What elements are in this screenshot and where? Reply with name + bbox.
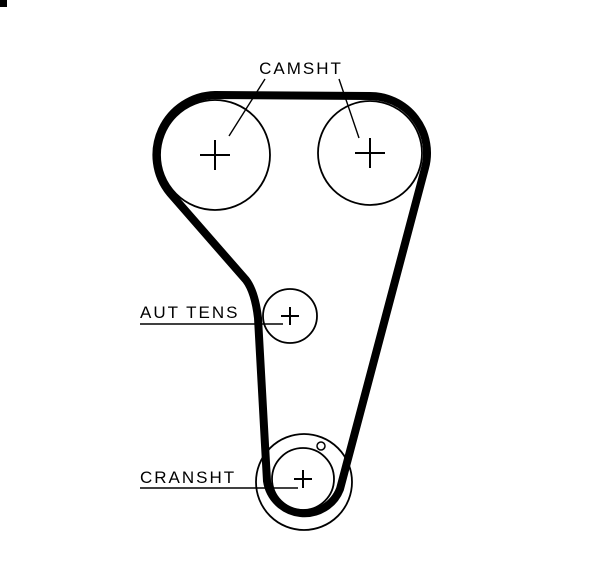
tensioner-label: AUT TENS — [140, 303, 239, 322]
crankshaft-label: CRANSHT — [140, 468, 236, 487]
timing-belt — [152, 91, 431, 518]
camshaft-label: CAMSHT — [259, 59, 343, 78]
tensioner-center-mark — [281, 307, 299, 325]
crankshaft-pin-hole-icon — [316, 441, 326, 451]
camshaft-pulley-right — [317, 100, 423, 206]
crankshaft-center-mark — [294, 470, 312, 488]
camshaft-label-leader-right — [338, 78, 360, 139]
camshaft-left-center-mark — [200, 140, 230, 170]
tensioner-pulley — [262, 288, 318, 344]
corner-scan-artifact — [0, 0, 7, 7]
camshaft-right-center-mark — [355, 138, 385, 168]
crankshaft-flange — [255, 433, 353, 531]
camshaft-label-leader-left — [228, 78, 266, 137]
